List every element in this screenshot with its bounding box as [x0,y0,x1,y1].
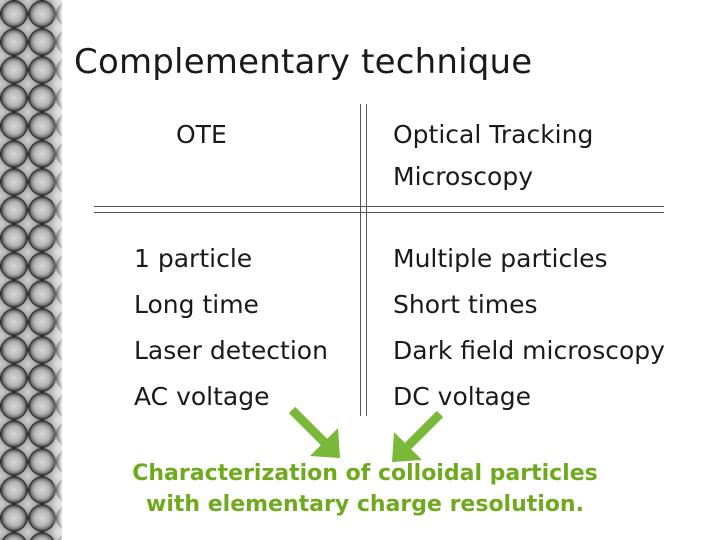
header-line: Microscopy [393,162,534,191]
header-line: Optical Tracking [393,120,594,149]
list-item: 1 particle [134,244,253,273]
list-item: Short times [393,290,538,319]
header-divider [94,206,664,213]
list-item: Multiple particles [393,244,608,273]
arrow-down-left-icon [392,410,444,462]
conclusion-line: with elementary charge resolution. [146,492,584,517]
ote-properties-list: 1 particle Long time Laser detection AC … [134,236,328,420]
list-item: Long time [134,290,259,319]
conclusion-text: Characterization of colloidal particles … [60,458,670,520]
arrow-down-right-icon [288,406,340,458]
conclusion-line: Characterization of colloidal particles [132,461,598,486]
list-item: Dark field microscopy [393,336,665,365]
particle-micrograph-image [0,0,72,540]
column-divider [360,104,367,416]
slide-title: Complementary technique [74,42,533,82]
list-item: AC voltage [134,382,270,411]
optical-tracking-properties-list: Multiple particles Short times Dark fiel… [393,236,665,420]
list-item: Laser detection [134,336,328,365]
ote-header: OTE [176,120,227,149]
optical-tracking-header: Optical Tracking Microscopy [393,114,653,198]
list-item: DC voltage [393,382,532,411]
